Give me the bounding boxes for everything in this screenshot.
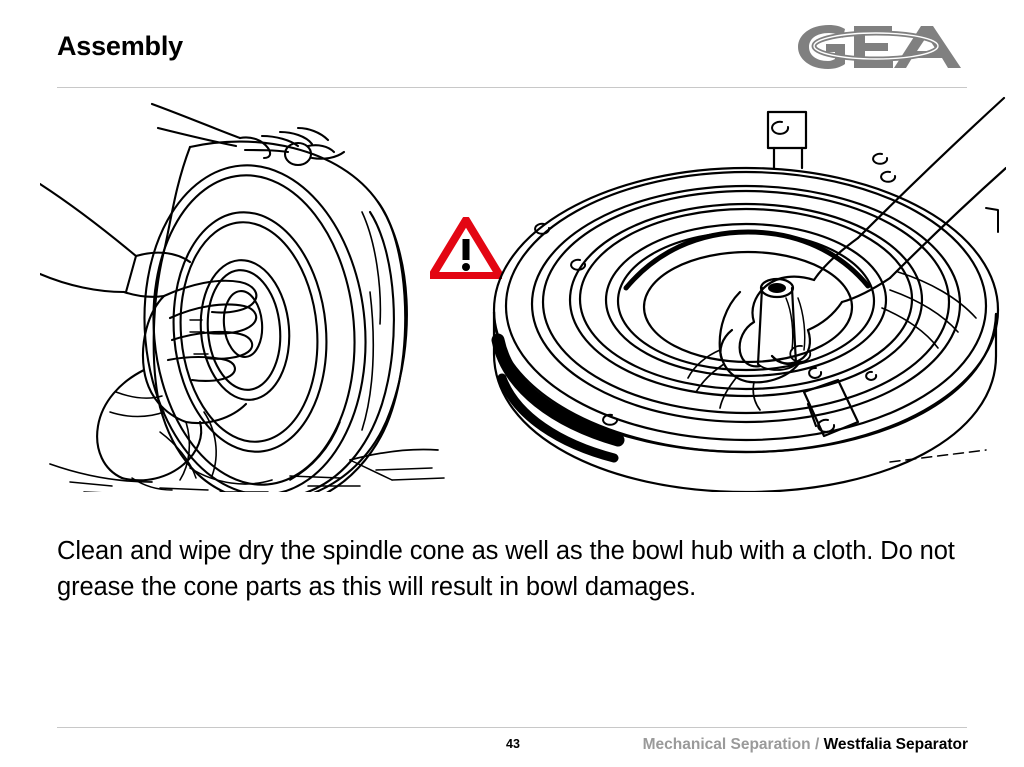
illustrations-area [0, 92, 1024, 492]
footer-department: Mechanical Separation [642, 736, 811, 753]
logo-ellipse-icon [811, 30, 941, 62]
page-number: 43 [506, 737, 520, 751]
warning-triangle-icon [430, 217, 502, 279]
footer-business-unit: Westfalia Separator [823, 736, 968, 753]
footer-slash: / [814, 736, 820, 753]
spindle-cone-illustration [40, 92, 470, 492]
header-divider [57, 87, 967, 88]
slide-body-text: Clean and wipe dry the spindle cone as w… [57, 537, 955, 601]
footer-divider [57, 727, 967, 728]
bowl-hub-illustration [486, 92, 1006, 492]
slide-footer: 43 Mechanical Separation / Westfalia Sep… [0, 735, 1024, 761]
footer-brand: Mechanical Separation / Westfalia Separa… [643, 735, 968, 755]
page-title: Assembly [57, 31, 183, 61]
gea-logo [788, 18, 968, 76]
